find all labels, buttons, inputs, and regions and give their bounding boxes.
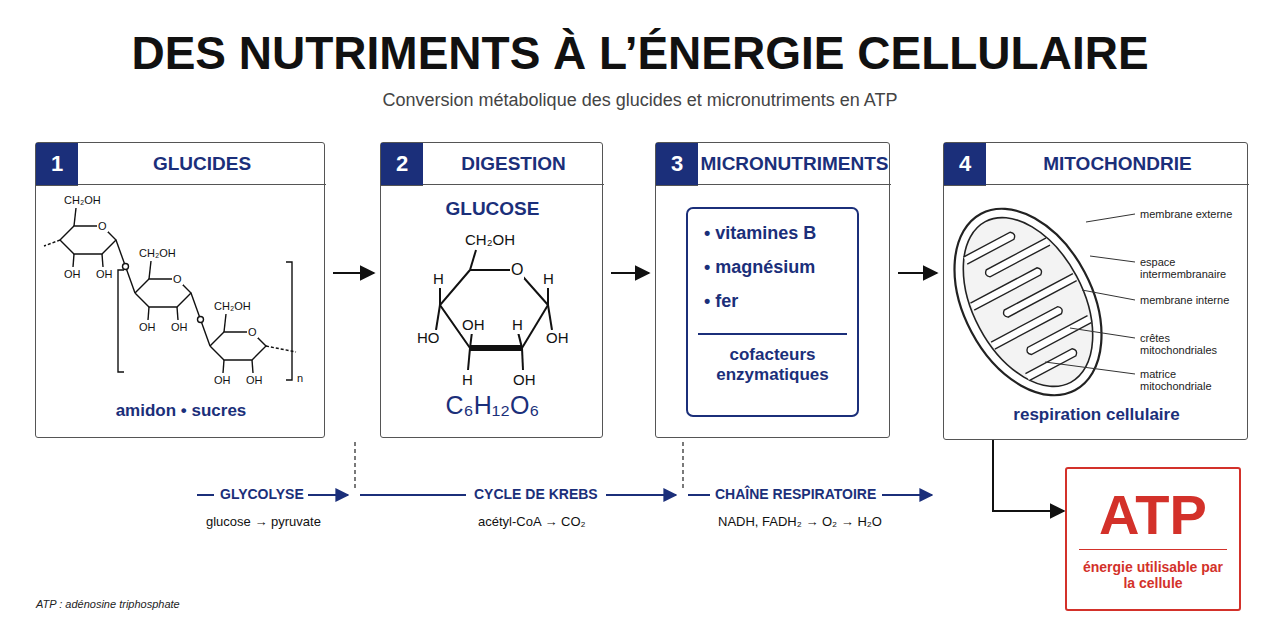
atom-label: OH	[63, 268, 82, 280]
part-label: crêtes mitochondriales	[1139, 332, 1241, 356]
flow-arrow	[898, 272, 937, 274]
step-number: 2	[381, 143, 423, 185]
formula: C₆H₁₂O₆	[381, 391, 604, 420]
atom-label: H	[511, 317, 524, 334]
pathway-reaction: acétyl-CoA → CO₂	[477, 515, 587, 529]
dashed-dividers	[355, 442, 683, 488]
starch-structure	[44, 208, 296, 380]
result-box: ATP énergie utilisable par la cellule	[1065, 467, 1241, 611]
atom-label: O	[97, 220, 108, 232]
atom-label: OH	[138, 321, 157, 333]
atom-label: CH₂OH	[63, 194, 102, 206]
header-rule	[944, 185, 986, 186]
step-number: 1	[36, 143, 78, 185]
pathway-stage: CYCLE DE KREBS	[473, 487, 599, 502]
flow-arrow	[333, 272, 374, 274]
atom-label: HO	[416, 330, 441, 347]
atom-label: O	[247, 326, 258, 338]
atom-label: OH	[170, 321, 189, 333]
atom-label: OH	[545, 330, 570, 347]
atom-label: H	[542, 271, 555, 288]
part-label: membrane externe	[1139, 208, 1241, 220]
flow-arrow	[611, 272, 649, 274]
list-item: • magnésium	[704, 257, 854, 278]
panel-heading: GLUCIDES	[78, 143, 326, 185]
atom-label: OH	[213, 374, 232, 386]
pathway-stage: CHAÎNE RESPIRATOIRE	[714, 487, 877, 502]
pathway-reaction: glucose → pyruvate	[205, 515, 322, 529]
panel-box: 3MICRONUTRIMENTS • vitamines B • magnésium…	[655, 142, 890, 438]
glucose-structure	[436, 250, 552, 370]
atom-label: OH	[245, 374, 264, 386]
repeat-index: n	[296, 372, 304, 384]
atom-label: O	[510, 261, 524, 279]
atom-label: OH	[95, 268, 114, 280]
atom-label: O	[172, 273, 183, 285]
divider-rule	[1079, 549, 1227, 550]
footnote: ATP : adénosine triphosphate	[35, 598, 181, 610]
panel-box: 2DIGESTION GLUCOSE C₆H₁₂O₆	[380, 142, 603, 438]
panel-heading: MICRONUTRIMENTS	[698, 143, 891, 185]
atom-label: CH₂OH	[464, 232, 516, 249]
atom-label: H	[432, 271, 445, 288]
result-note: énergie utilisable par la cellule	[1077, 559, 1229, 591]
header-rule	[381, 185, 423, 186]
step-number: 3	[656, 143, 698, 185]
divider-rule	[698, 333, 847, 335]
panel-footer: respiration cellulaire	[944, 405, 1249, 425]
part-label: membrane interne	[1139, 294, 1241, 306]
panel-heading: MITOCHONDRIE	[986, 143, 1249, 185]
panel-box: 1GLUCIDES amidon • sucres	[35, 142, 325, 438]
atom-label: OH	[461, 317, 486, 334]
part-label: espace intermembranaire	[1139, 256, 1241, 280]
panel-footer: amidon • sucres	[36, 401, 326, 421]
panel-heading: DIGESTION	[423, 143, 604, 185]
atom-label: H	[461, 372, 474, 389]
panel-box: 4MITOCHONDRIE respiration cellulaire	[943, 142, 1248, 440]
pathway-stage: GLYCOLYSE	[219, 487, 305, 502]
part-label: matrice mitochondriale	[1139, 368, 1241, 392]
atom-label: OH	[512, 372, 537, 389]
step-number: 4	[944, 143, 986, 185]
pathway-reaction: NADH, FADH₂ → O₂ → H₂O	[717, 515, 883, 529]
title: DES NUTRIMENTS À L’ÉNERGIE CELLULAIRE	[0, 26, 1280, 80]
molecule-name: GLUCOSE	[381, 198, 604, 220]
header-rule	[36, 185, 78, 186]
box-note: cofacteurs enzymatiques	[694, 345, 851, 384]
atom-label: CH₂OH	[213, 300, 252, 312]
list-item: • fer	[704, 291, 854, 312]
subtitle: Conversion métabolique des glucides et m…	[0, 90, 1280, 111]
flow-arrow	[993, 440, 1064, 511]
result-title: ATP	[1067, 483, 1239, 547]
list-item: • vitamines B	[704, 223, 854, 244]
atom-label: CH₂OH	[138, 247, 177, 259]
header-rule	[656, 185, 698, 186]
cofactor-box: • vitamines B • magnésium • fer cofacteurs …	[686, 207, 859, 417]
leader-lines	[1045, 214, 1135, 374]
